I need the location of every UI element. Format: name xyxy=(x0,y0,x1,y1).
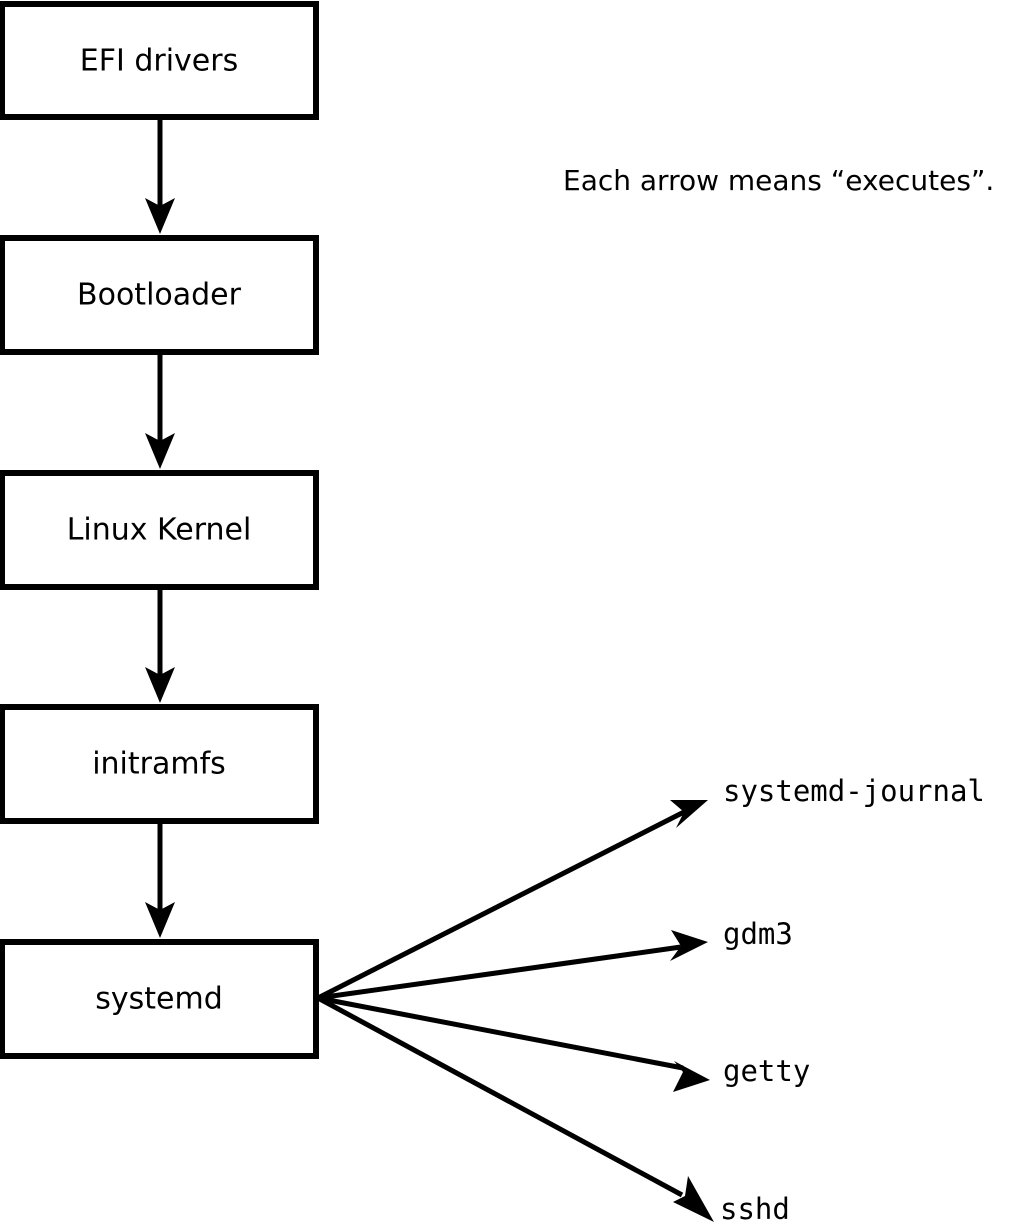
edge-systemd-to-sshd xyxy=(316,995,714,1222)
arrow-head-icon xyxy=(673,1061,710,1092)
arrow-head-icon xyxy=(145,433,175,469)
node-label-systemd: systemd xyxy=(95,982,223,1017)
node-label-bootloader: Bootloader xyxy=(77,278,242,313)
service-label-sshd[interactable]: sshd xyxy=(720,1192,790,1226)
service-label-gdm3[interactable]: gdm3 xyxy=(723,917,793,951)
arrow-head-icon xyxy=(670,800,708,828)
service-label-systemd-journal[interactable]: systemd-journal xyxy=(723,774,985,808)
node-box-efi-drivers xyxy=(0,1,319,120)
edge-linux-kernel-to-initramfs xyxy=(145,587,175,703)
node-box-initramfs xyxy=(0,704,319,824)
edge-initramfs-to-systemd xyxy=(145,821,175,938)
node-label-initramfs: initramfs xyxy=(92,747,226,782)
arrow-head-icon xyxy=(145,902,175,938)
node-initramfs[interactable]: initramfs xyxy=(0,704,319,824)
node-linux-kernel[interactable]: Linux Kernel xyxy=(0,470,319,590)
node-box-systemd xyxy=(0,939,319,1059)
node-systemd[interactable]: systemd xyxy=(0,939,319,1059)
node-efi-drivers[interactable]: EFI drivers xyxy=(0,1,319,120)
arrow-head-icon xyxy=(145,667,175,703)
edge-efi-drivers-to-bootloader xyxy=(145,117,175,234)
service-label-getty[interactable]: getty xyxy=(723,1054,810,1088)
arrow-head-icon xyxy=(670,930,708,961)
edge-systemd-to-systemd-journal xyxy=(316,800,708,1001)
legend-note: Each arrow means “executes”. xyxy=(563,164,994,197)
node-bootloader[interactable]: Bootloader xyxy=(0,235,319,355)
node-label-linux-kernel: Linux Kernel xyxy=(67,513,252,548)
node-label-efi-drivers: EFI drivers xyxy=(80,44,238,79)
edge-systemd-to-gdm3 xyxy=(317,930,708,1001)
arrow-head-icon xyxy=(673,1176,714,1222)
edge-bootloader-to-linux-kernel xyxy=(145,352,175,469)
edge-systemd-to-getty xyxy=(317,995,710,1092)
arrow-head-icon xyxy=(145,198,175,234)
